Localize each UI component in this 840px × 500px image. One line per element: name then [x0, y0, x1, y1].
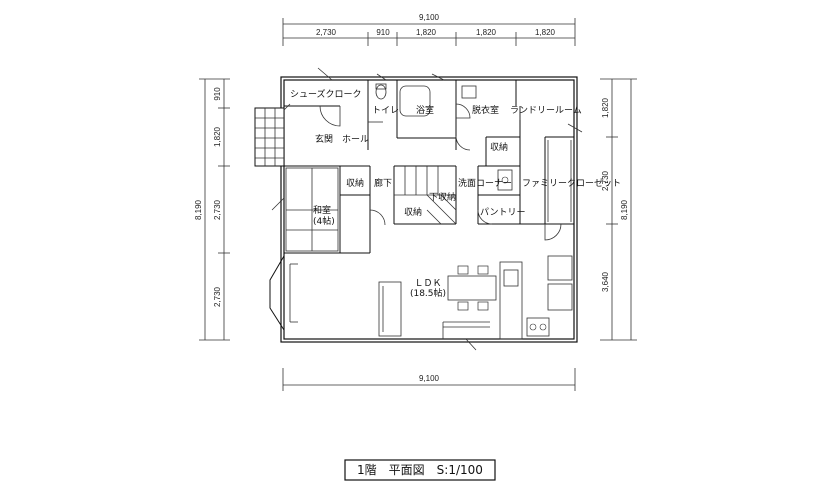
- label-storage-stairs: 収納: [404, 206, 422, 218]
- right-dimensions: 8,190 1,820 2,730 3,640: [600, 78, 637, 341]
- left-seg-3: 2,730: [213, 199, 222, 220]
- kitchen-sink: [503, 269, 519, 287]
- label-entrance: 玄関: [315, 133, 333, 145]
- label-ldk-size: (18.5帖): [410, 287, 446, 299]
- entrance-steps: [254, 107, 285, 167]
- exterior-walls: [280, 76, 578, 343]
- top-seg-2: 910: [376, 28, 390, 37]
- right-seg-3: 3,640: [601, 271, 610, 292]
- top-seg-4: 1,820: [476, 28, 497, 37]
- kitchen: [499, 255, 573, 340]
- left-total-dim: 8,190: [194, 199, 203, 220]
- right-total-dim: 8,190: [620, 199, 629, 220]
- drawing-title-text: 1階 平面図 S:1/100: [357, 462, 483, 477]
- bottom-total-dim: 9,100: [419, 374, 440, 383]
- label-pantry: パントリー: [480, 207, 525, 218]
- top-seg-5: 1,820: [535, 28, 556, 37]
- drawing-title: 1階 平面図 S:1/100: [344, 459, 496, 481]
- bottom-dimensions: 9,100: [282, 368, 576, 391]
- top-seg-3: 1,820: [416, 28, 437, 37]
- label-family-closet: ファミリークローゼット: [522, 177, 621, 189]
- label-bath: 浴室: [416, 104, 434, 116]
- doors: [283, 103, 562, 339]
- fridge: [547, 283, 573, 311]
- dining-table: [447, 275, 497, 301]
- top-total-dim: 9,100: [419, 13, 440, 22]
- label-ldk: ＬＤＫ: [414, 279, 441, 289]
- dining-set: [447, 265, 497, 311]
- label-hall: ホール: [342, 134, 369, 145]
- toilet-bowl: [375, 84, 387, 100]
- staircase: [394, 166, 457, 225]
- kitchen-counter: [499, 261, 523, 340]
- cooktop: [526, 317, 550, 337]
- label-laundry: ランドリールーム: [510, 105, 582, 116]
- top-seg-1: 2,730: [316, 28, 337, 37]
- label-japanese-room-size: (4帖): [313, 215, 335, 227]
- right-seg-2: 2,730: [601, 170, 610, 191]
- label-storage-dressing: 収納: [490, 141, 508, 153]
- fixtures: [375, 83, 572, 222]
- label-japanese-room: 和室: [313, 204, 331, 216]
- room-labels: シューズクローク トイレ 浴室 脱衣室 ランドリールーム 玄関 ホール 収納 収…: [290, 88, 621, 299]
- left-seg-2: 1,820: [213, 126, 222, 147]
- label-washbasin: 洗面コーナー: [458, 177, 512, 189]
- right-seg-1: 1,820: [601, 97, 610, 118]
- label-corridor: 廊下: [374, 177, 392, 189]
- left-seg-4: 2,730: [213, 286, 222, 307]
- label-storage-japanese: 収納: [346, 177, 364, 189]
- bathtub: [399, 85, 431, 117]
- label-toilet: トイレ: [372, 106, 399, 116]
- left-seg-1: 910: [213, 87, 222, 101]
- label-shoes-cloak: シューズクローク: [290, 88, 362, 100]
- top-dimensions: 9,100 2,730 910 1,820 1,820 1,820: [282, 13, 576, 46]
- entry-marks: [271, 67, 583, 351]
- left-dimensions: 8,190 910 1,820 2,730 2,730: [194, 78, 230, 341]
- washing-machine: [461, 85, 477, 99]
- sofa: [378, 281, 402, 337]
- bay-window: [269, 255, 298, 331]
- label-stairs-mark: 下収納: [429, 191, 456, 203]
- wash-basin: [497, 169, 513, 191]
- label-dressing: 脱衣室: [472, 104, 499, 116]
- tatami-mats: [285, 167, 339, 252]
